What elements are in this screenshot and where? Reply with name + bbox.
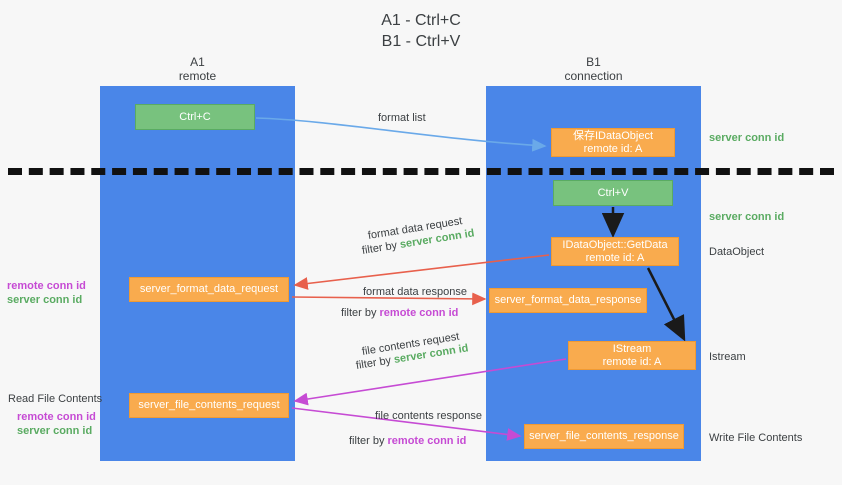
edge-label-format-data-response: format data response: [363, 286, 467, 298]
lane-header-b1: B1 connection: [486, 55, 701, 83]
left-label-read-file-contents: Read File Contents: [8, 393, 103, 405]
right-label-server-conn-id-top: server conn id: [709, 132, 785, 144]
left-label-remote-conn-id-1: remote conn id: [7, 280, 86, 292]
box-ctrl-v-line1: Ctrl+V: [597, 186, 629, 199]
diagram-title: A1 - Ctrl+C B1 - Ctrl+V: [0, 10, 842, 52]
box-server-format-data-response-label: server_format_data_response: [494, 294, 642, 306]
lane-b1-title: B1: [586, 55, 601, 69]
edge-label-file-contents-response: file contents response: [375, 410, 483, 422]
edge-label-format-data-response-filter: filter by remote conn id: [341, 306, 458, 320]
edge-label-file-contents-response-filter: filter by remote conn id: [349, 434, 466, 448]
box-server-file-contents-response[interactable]: server_file_contents_response: [524, 424, 684, 449]
left-label-server-conn-id-2: server conn id: [17, 425, 93, 437]
box-server-file-contents-request[interactable]: server_file_contents_request: [129, 393, 289, 418]
lane-a1-subtitle: remote: [178, 69, 217, 83]
box-istream[interactable]: IStream remote id: A: [568, 341, 696, 370]
filter-value-remote-conn-id: remote conn id: [379, 307, 459, 319]
box-ctrl-c-line1: Ctrl+C: [179, 110, 211, 123]
box-save-idataobject-line1: 保存IDataObject: [572, 129, 654, 142]
filter-prefix: filter by: [361, 239, 401, 257]
right-label-istream: Istream: [709, 351, 746, 363]
right-label-write-file-contents: Write File Contents: [709, 432, 803, 444]
lane-a1-title: A1: [190, 55, 205, 69]
filter-prefix: filter by: [355, 354, 395, 372]
box-ctrl-v[interactable]: Ctrl+V: [553, 180, 673, 206]
filter-prefix: filter by: [341, 307, 380, 319]
box-getdata-line1: IDataObject::GetData: [562, 238, 668, 251]
phase-divider: [8, 168, 834, 175]
box-server-format-data-response[interactable]: server_format_data_response: [489, 288, 647, 313]
lane-b1-subtitle: connection: [564, 69, 623, 83]
box-getdata-line2: remote id: A: [585, 251, 645, 264]
box-save-idataobject-line2: remote id: A: [583, 142, 643, 155]
left-label-remote-conn-id-2: remote conn id: [17, 411, 96, 423]
lane-header-a1: A1 remote: [100, 55, 295, 83]
box-istream-line2: remote id: A: [602, 355, 662, 368]
box-server-format-data-request[interactable]: server_format_data_request: [129, 277, 289, 302]
filter-value-remote-conn-id: remote conn id: [387, 435, 467, 447]
right-label-server-conn-id-mid: server conn id: [709, 211, 785, 223]
left-label-conn-ids-top: remote conn id server conn id: [7, 279, 86, 307]
left-label-server-conn-id-1: server conn id: [7, 294, 83, 306]
box-server-file-contents-request-label: server_file_contents_request: [138, 399, 280, 411]
right-label-dataobject: DataObject: [709, 246, 765, 258]
title-line-2: B1 - Ctrl+V: [381, 33, 461, 50]
edge-label-format-list: format list: [378, 112, 426, 124]
box-save-idataobject[interactable]: 保存IDataObject remote id: A: [551, 128, 675, 157]
box-server-file-contents-response-label: server_file_contents_response: [529, 430, 679, 442]
box-istream-line1: IStream: [612, 342, 652, 355]
box-idataobject-getdata[interactable]: IDataObject::GetData remote id: A: [551, 237, 679, 266]
left-label-conn-ids-bottom: remote conn id server conn id: [17, 410, 96, 438]
box-server-format-data-request-label: server_format_data_request: [139, 283, 279, 295]
box-ctrl-c[interactable]: Ctrl+C: [135, 104, 255, 130]
filter-prefix: filter by: [349, 435, 388, 447]
title-line-1: A1 - Ctrl+C: [381, 12, 461, 29]
